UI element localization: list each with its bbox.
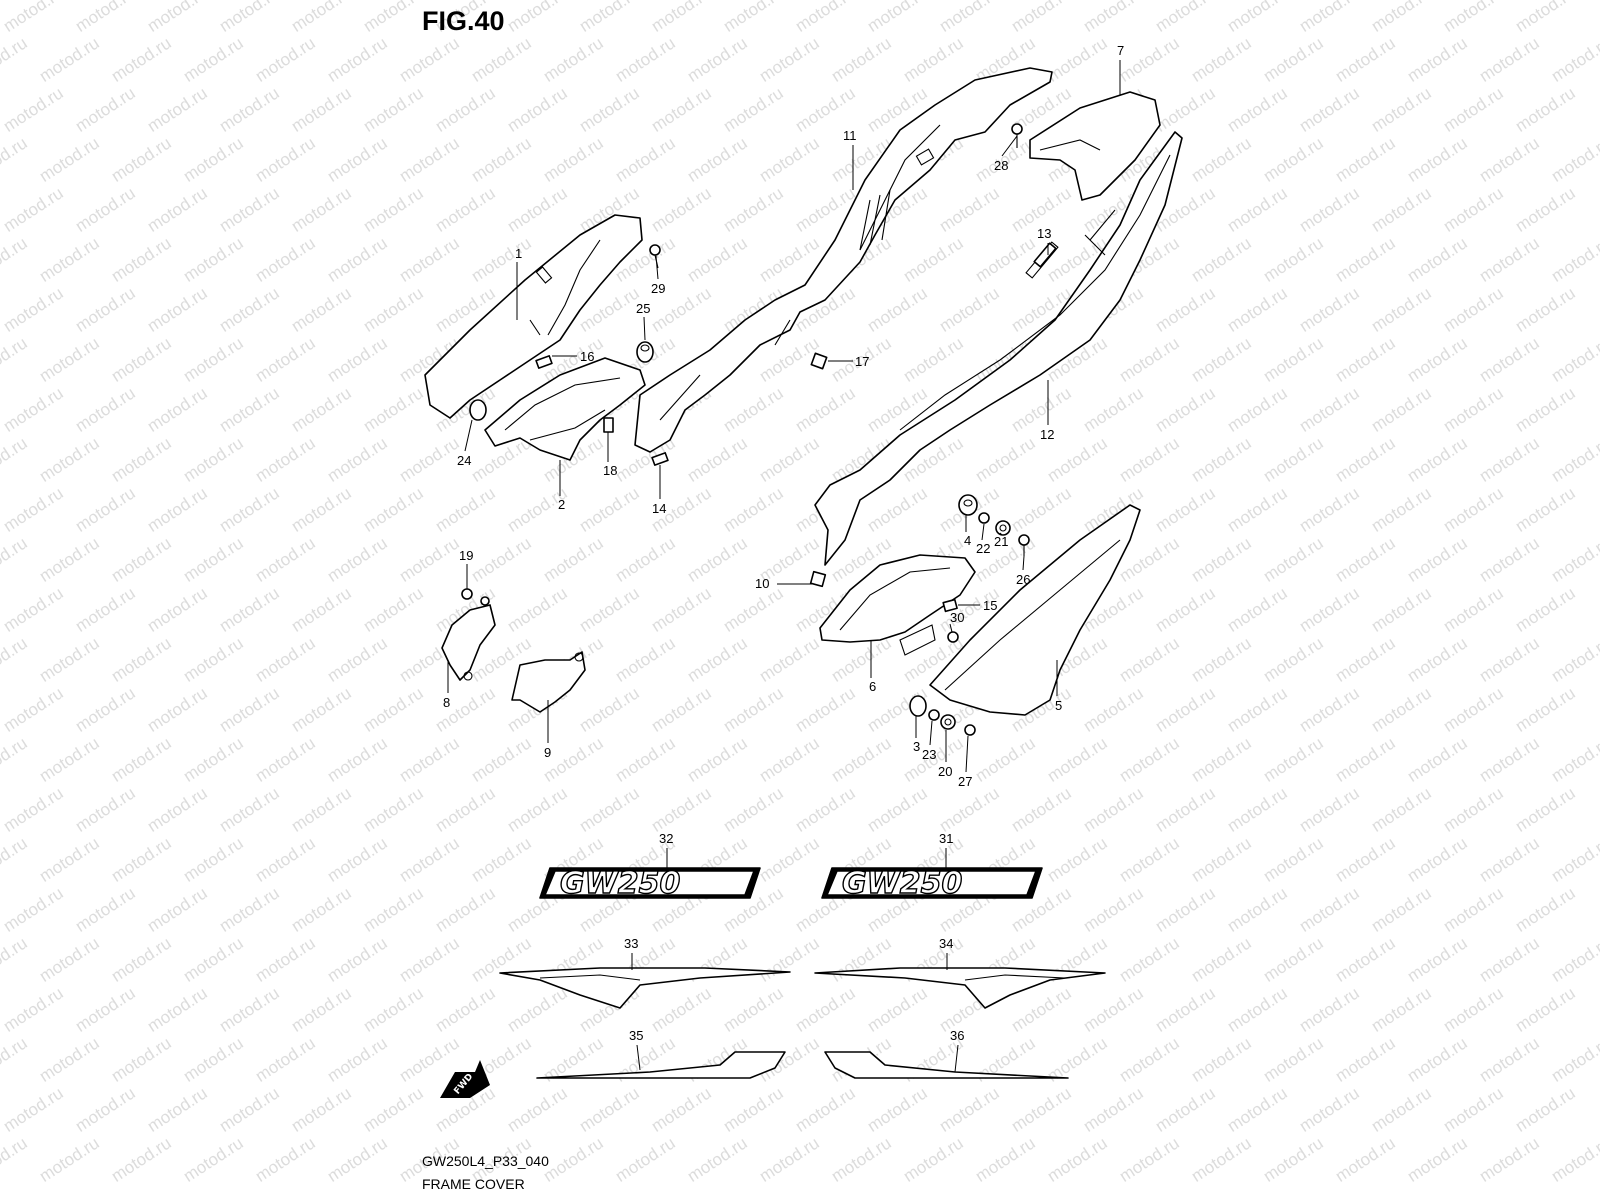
callout-27[interactable]: 27 <box>958 774 972 789</box>
callout-31[interactable]: 31 <box>939 831 953 846</box>
drawing-name: FRAME COVER <box>422 1176 525 1192</box>
drawing-code: GW250L4_P33_040 <box>422 1153 549 1169</box>
decal-text-left: GW250 <box>560 866 680 901</box>
callout-35[interactable]: 35 <box>629 1028 643 1043</box>
callout-19[interactable]: 19 <box>459 548 473 563</box>
callout-26[interactable]: 26 <box>1016 572 1030 587</box>
part-17-nut[interactable] <box>810 352 828 370</box>
part-3-grommet[interactable] <box>909 695 927 717</box>
part-20-washer[interactable] <box>940 714 956 730</box>
callout-33[interactable]: 33 <box>624 936 638 951</box>
part-29-screw[interactable] <box>649 244 661 269</box>
callout-1[interactable]: 1 <box>515 246 522 261</box>
part-27-screw[interactable] <box>964 724 976 736</box>
part-14-clip[interactable] <box>651 452 669 466</box>
part-10-nut[interactable] <box>809 570 827 588</box>
part-9-bracket[interactable] <box>511 651 586 713</box>
part-26-screw[interactable] <box>1018 534 1030 556</box>
part-36-stripe-lower-right[interactable] <box>824 1051 1069 1079</box>
part-12-frame-cover-right[interactable] <box>814 131 1183 566</box>
part-24-grommet[interactable] <box>469 399 487 421</box>
leader-line-30 <box>949 623 953 633</box>
callout-15[interactable]: 15 <box>983 598 997 613</box>
part-1-front-cover[interactable] <box>424 214 643 419</box>
leader-line-35 <box>636 1044 641 1071</box>
part-5-side-cover-right[interactable] <box>929 504 1141 716</box>
part-22-collar[interactable] <box>978 512 990 524</box>
callout-30[interactable]: 30 <box>950 610 964 625</box>
part-13-clip[interactable] <box>1033 242 1057 268</box>
callout-2[interactable]: 2 <box>558 497 565 512</box>
callout-28[interactable]: 28 <box>994 158 1008 173</box>
part-21-washer[interactable] <box>995 520 1011 536</box>
leader-line-22 <box>981 523 985 541</box>
callout-13[interactable]: 13 <box>1037 226 1051 241</box>
callout-14[interactable]: 14 <box>652 501 666 516</box>
callout-29[interactable]: 29 <box>651 281 665 296</box>
callout-12[interactable]: 12 <box>1040 427 1054 442</box>
part-6-side-bracket-right[interactable] <box>819 554 976 656</box>
part-18-clip[interactable] <box>603 417 614 433</box>
part-7-tail-cowl[interactable] <box>1029 91 1161 201</box>
callout-17[interactable]: 17 <box>855 354 869 369</box>
part-23-collar[interactable] <box>928 709 940 721</box>
leader-line-25 <box>643 316 646 341</box>
callout-7[interactable]: 7 <box>1117 43 1124 58</box>
leader-line-36 <box>954 1044 959 1073</box>
leader-line-23 <box>929 720 933 746</box>
callout-21[interactable]: 21 <box>994 534 1008 549</box>
part-33-stripe-left[interactable] <box>499 967 791 1009</box>
part-28-screw[interactable] <box>1011 123 1023 148</box>
callout-6[interactable]: 6 <box>869 679 876 694</box>
part-30-screw[interactable] <box>947 631 959 643</box>
part-11-frame-cover-left[interactable] <box>634 67 1053 453</box>
part-35-stripe-lower-left[interactable] <box>536 1051 786 1079</box>
part-32-decal-gw250-left[interactable]: GW250 <box>539 865 761 902</box>
callout-24[interactable]: 24 <box>457 453 471 468</box>
leader-line-24 <box>464 419 473 452</box>
callout-22[interactable]: 22 <box>976 541 990 556</box>
part-8-bracket[interactable] <box>441 604 496 681</box>
part-16-clip[interactable] <box>535 355 553 369</box>
part-19-screw[interactable] <box>461 588 490 606</box>
leader-line-29 <box>655 255 659 280</box>
part-25-grommet[interactable] <box>636 341 654 363</box>
callout-20[interactable]: 20 <box>938 764 952 779</box>
part-4-grommet[interactable] <box>958 494 978 516</box>
part-15-clip[interactable] <box>942 598 958 613</box>
callout-16[interactable]: 16 <box>580 349 594 364</box>
decal-text-right: GW250 <box>842 866 962 901</box>
callout-25[interactable]: 25 <box>636 301 650 316</box>
callout-36[interactable]: 36 <box>950 1028 964 1043</box>
leader-line-21 <box>999 532 1003 536</box>
fwd-arrow-icon: FWD <box>440 1060 490 1098</box>
leader-line-26 <box>1022 555 1025 571</box>
callout-23[interactable]: 23 <box>922 747 936 762</box>
part-34-stripe-right[interactable] <box>814 967 1106 1009</box>
part-2-side-cover-left[interactable] <box>484 357 646 461</box>
leader-line-28 <box>1001 135 1018 157</box>
callout-18[interactable]: 18 <box>603 463 617 478</box>
callout-32[interactable]: 32 <box>659 831 673 846</box>
callout-9[interactable]: 9 <box>544 745 551 760</box>
callout-3[interactable]: 3 <box>913 739 920 754</box>
figure-title: FIG.40 <box>422 6 505 36</box>
callout-34[interactable]: 34 <box>939 936 953 951</box>
callout-8[interactable]: 8 <box>443 695 450 710</box>
part-31-decal-gw250-right[interactable]: GW250 <box>821 865 1043 902</box>
callout-5[interactable]: 5 <box>1055 698 1062 713</box>
callout-10[interactable]: 10 <box>755 576 769 591</box>
callout-4[interactable]: 4 <box>964 533 971 548</box>
leader-line-27 <box>965 735 969 773</box>
callout-11[interactable]: 11 <box>843 128 857 143</box>
